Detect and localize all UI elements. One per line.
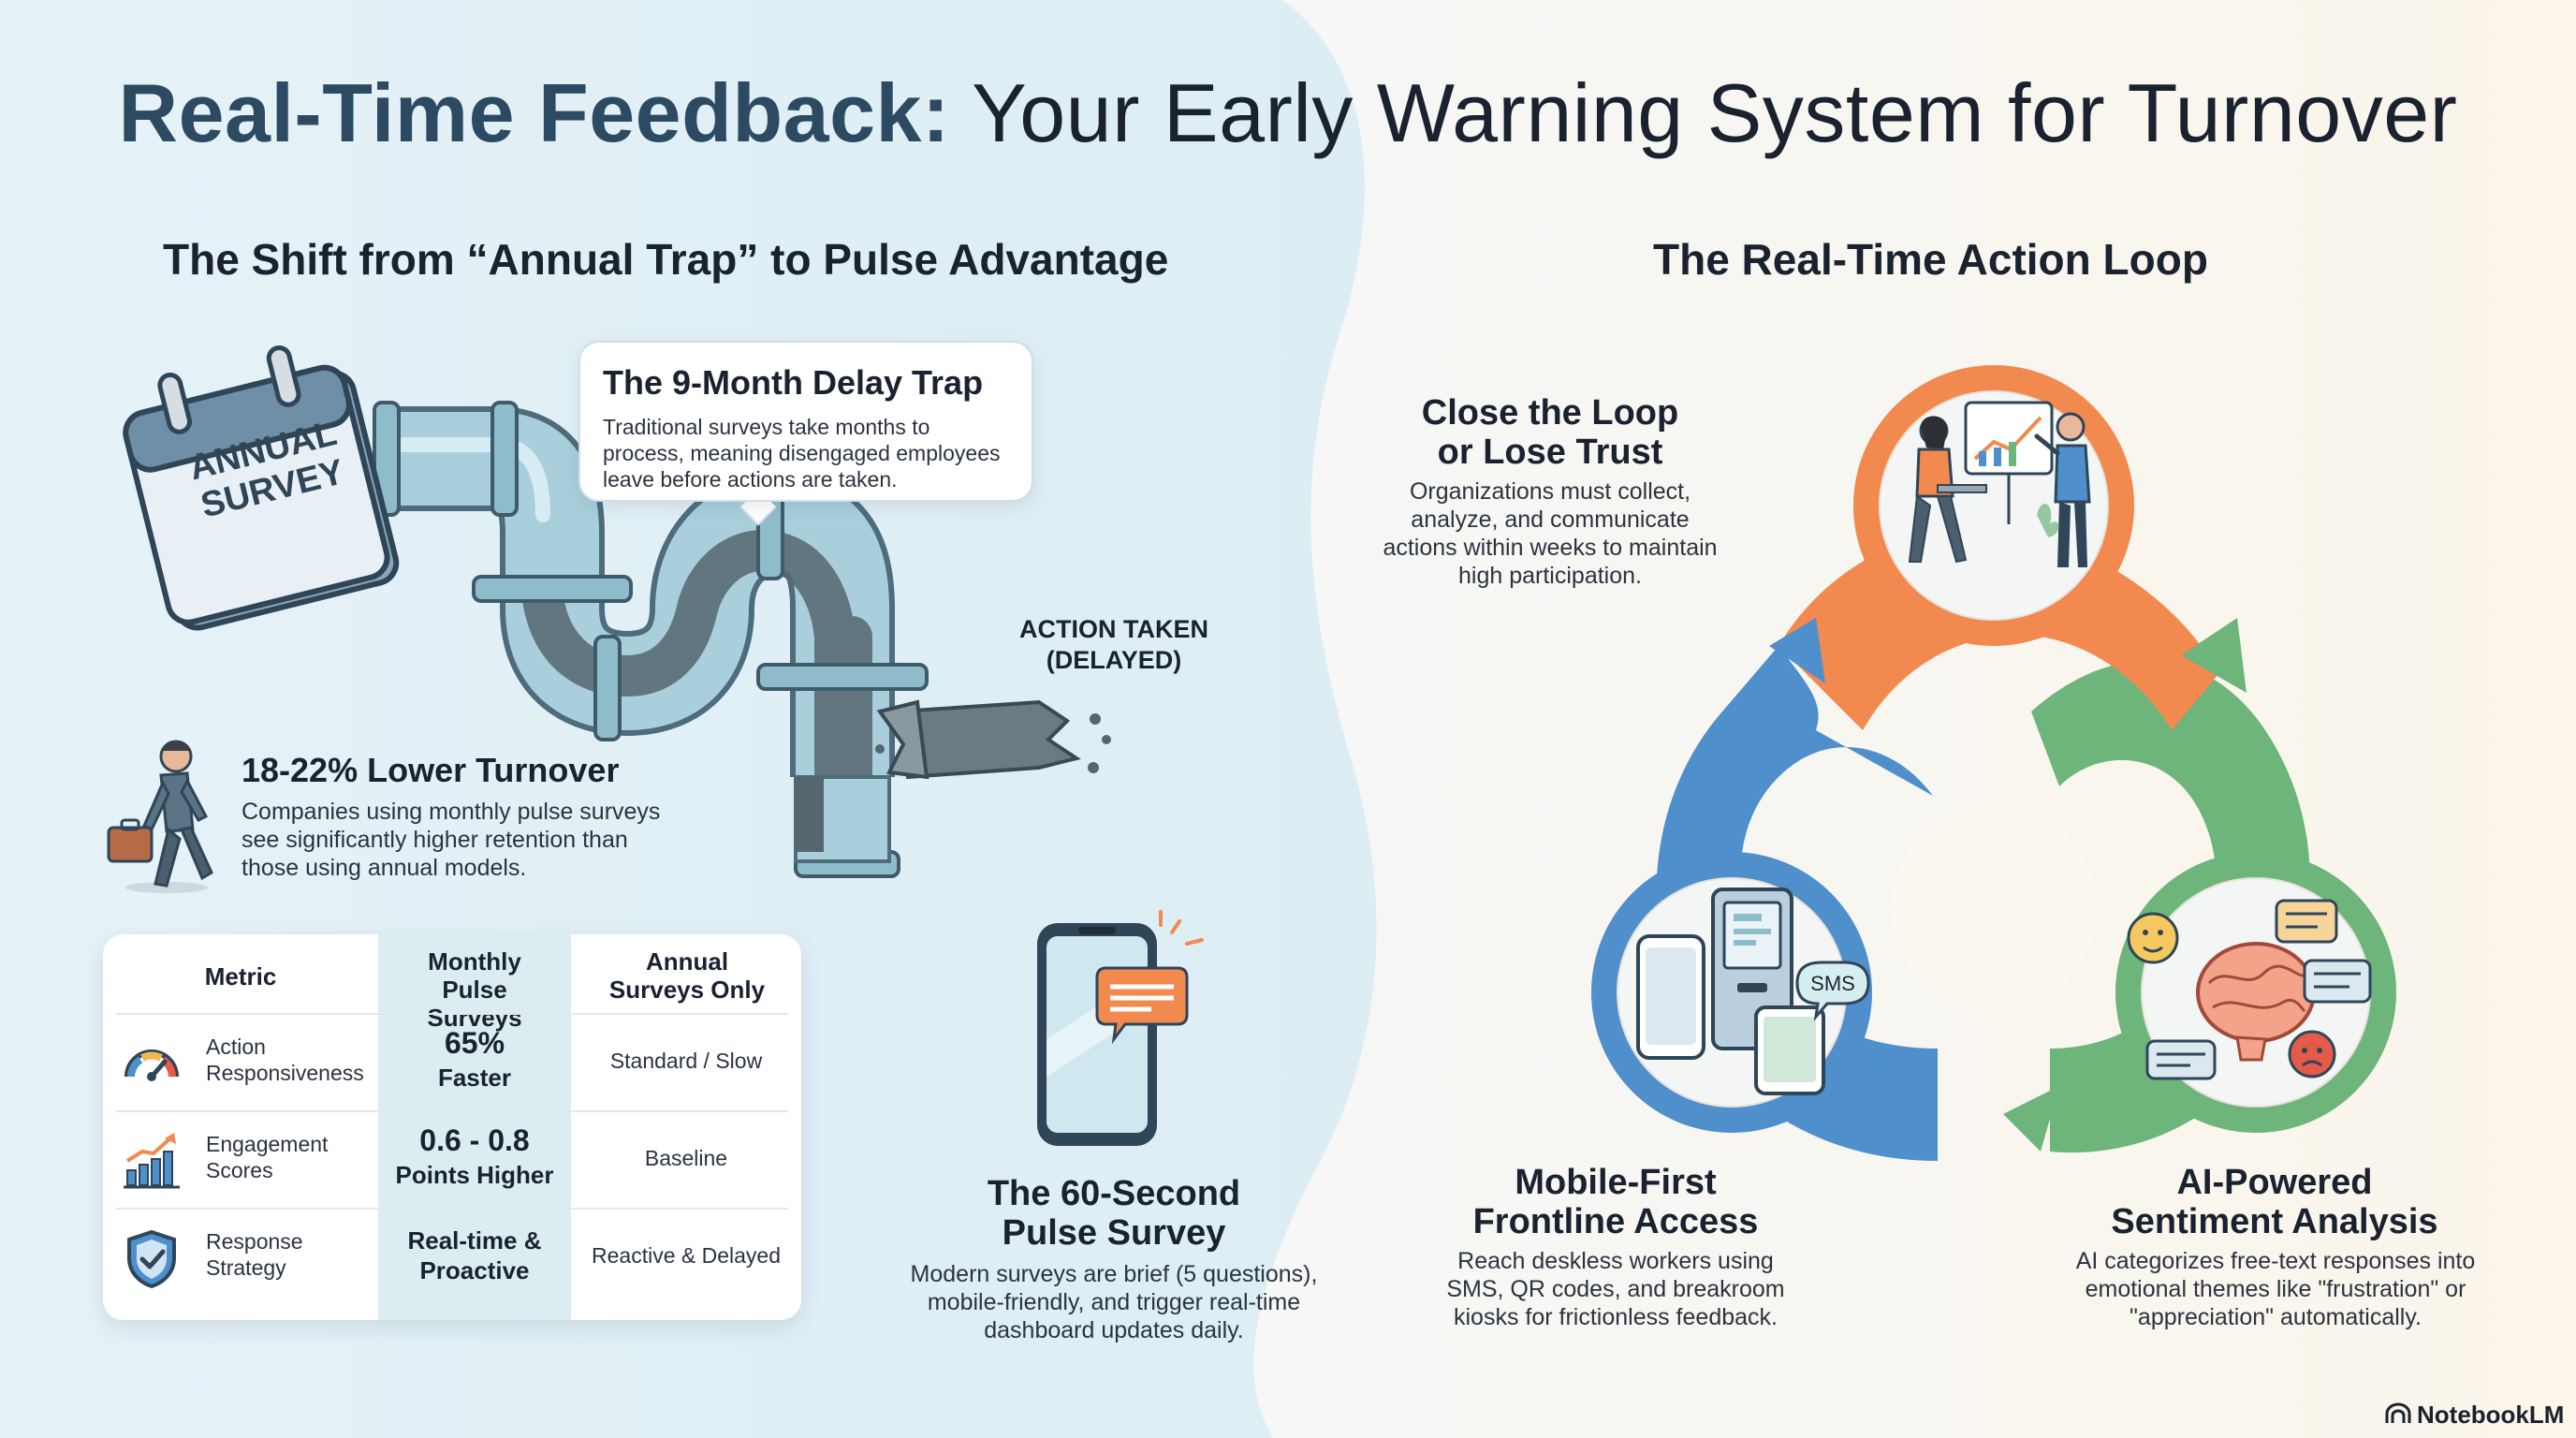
pipe-illustration (373, 401, 1111, 878)
action-loop-diagram: SMS (1591, 365, 2396, 1161)
pulse-title-line1: The 60-Second (987, 1174, 1241, 1213)
mobile-title-line2: Frontline Access (1472, 1202, 1759, 1241)
notebooklm-logo-icon (2385, 1402, 2411, 1423)
monthly-main: 0.6 - 0.8 (419, 1123, 530, 1157)
row-divider (116, 1013, 788, 1015)
employee-leaving-icon (107, 740, 213, 893)
ai-title-line2: Sentiment Analysis (2111, 1202, 2438, 1241)
header-annual: Annual Surveys Only (608, 947, 766, 1004)
brand-name: NotebookLM (2417, 1401, 2565, 1429)
ai-body: AI categorizes free-text responses into … (2075, 1248, 2476, 1330)
turnover-body: Companies using monthly pulse surveys se… (242, 799, 661, 881)
turnover-title: 18-22% Lower Turnover (242, 751, 620, 789)
mobile-title: Mobile-First Frontline Access (1428, 1163, 1803, 1241)
close-loop-title: Close the Loop or Lose Trust (1363, 393, 1737, 472)
calendar-icon (123, 345, 400, 631)
ai-brain-sentiment-icon (2127, 899, 2372, 1080)
mobile-title-line1: Mobile-First (1515, 1163, 1717, 1202)
close-loop-title-line1: Close the Loop (1421, 393, 1679, 433)
ai-title: AI-Powered Sentiment Analysis (2087, 1163, 2462, 1241)
table-row: Action Responsiveness 65% Faster Standar… (103, 1013, 801, 1110)
title-rest: Your Early Warning System for Turnover (972, 66, 2458, 159)
pulse-title: The 60-Second Pulse Survey (871, 1174, 1357, 1253)
metric-label: Action Responsiveness (206, 1034, 364, 1085)
table-row: Engagement Scores 0.6 - 0.8 Points Highe… (103, 1110, 801, 1208)
mobile-body: Reach deskless workers using SMS, QR cod… (1446, 1248, 1785, 1330)
monthly-main: Real-time & (407, 1226, 542, 1255)
close-loop-body: Organizations must collect, analyze, and… (1383, 478, 1718, 589)
sms-label: SMS (1810, 972, 1855, 995)
annual-value: Baseline (644, 1146, 728, 1170)
dashboard-team-icon (1908, 401, 2091, 567)
table-row: Response Strategy Real-time & Proactive … (103, 1208, 801, 1305)
left-section-heading: The Shift from “Annual Trap” to Pulse Ad… (163, 235, 1169, 284)
action-taken-line1: ACTION TAKEN (1019, 615, 1208, 643)
header-metric: Metric (204, 962, 277, 990)
monthly-column-highlight (378, 934, 571, 1320)
comparison-table: Metric Monthly Pulse Surveys Annual Surv… (103, 934, 801, 1320)
gauge-icon (124, 1049, 179, 1081)
pulse-title-line2: Pulse Survey (1002, 1213, 1226, 1253)
shield-check-icon (127, 1229, 176, 1288)
ai-title-line1: AI-Powered (2176, 1163, 2373, 1202)
annual-value: Reactive & Delayed (592, 1243, 781, 1268)
metric-label: Engagement Scores (206, 1132, 329, 1182)
phone-survey-icon (1037, 910, 1204, 1146)
metric-label: Response Strategy (206, 1229, 303, 1280)
annual-value: Standard / Slow (609, 1049, 763, 1073)
close-loop-title-line2: or Lose Trust (1437, 433, 1663, 472)
page-title: Real-Time Feedback: Your Early Warning S… (0, 66, 2576, 161)
right-section-heading: The Real-Time Action Loop (1653, 235, 2208, 284)
pulse-body: Modern surveys are brief (5 questions), … (910, 1261, 1318, 1343)
row-divider (116, 1110, 788, 1112)
monthly-sub: Faster (437, 1064, 512, 1092)
action-taken-line2: (DELAYED) (1046, 646, 1182, 674)
header-monthly: Monthly Pulse Surveys (427, 947, 522, 1032)
mobile-kiosk-icon (1636, 888, 1870, 1095)
row-divider (116, 1208, 788, 1210)
monthly-sub: Points Higher (395, 1161, 554, 1189)
delay-trap-body: Traditional surveys take months to proce… (603, 415, 1001, 492)
monthly-main: 65% (444, 1026, 505, 1060)
monthly-sub: Proactive (419, 1256, 530, 1284)
delay-trap-callout: The 9-Month Delay Trap Traditional surve… (578, 341, 1033, 502)
bar-growth-icon (124, 1133, 180, 1189)
title-lead: Real-Time Feedback: (118, 66, 950, 159)
action-taken-label: ACTION TAKEN (DELAYED) (983, 614, 1245, 676)
delay-trap-title: The 9-Month Delay Trap (603, 363, 984, 402)
